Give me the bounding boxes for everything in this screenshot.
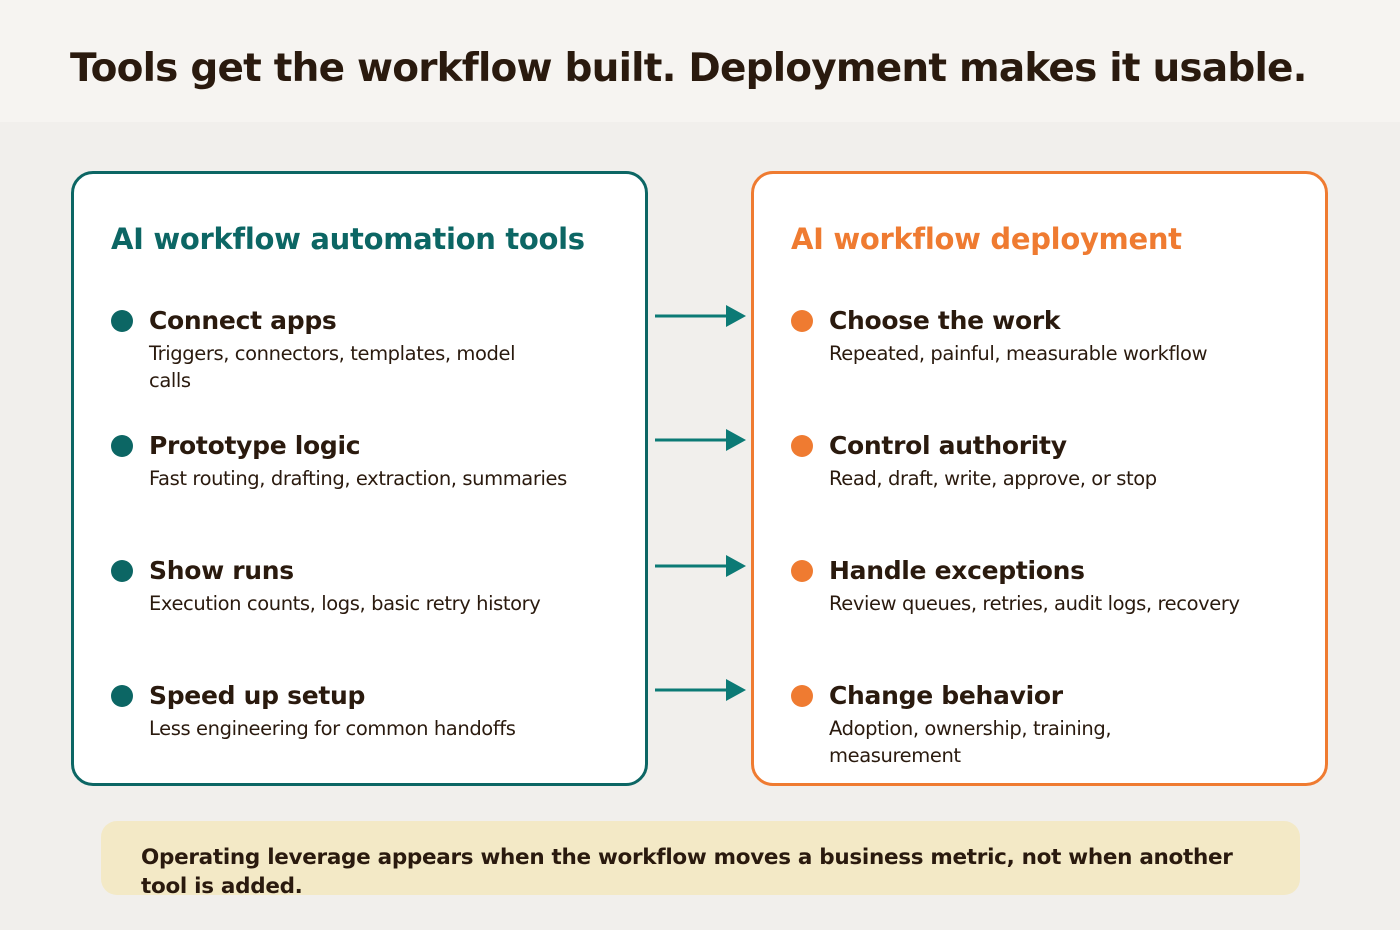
item-description: Repeated, painful, measurable workflow (829, 342, 1208, 365)
right-arrow-icon (655, 555, 746, 577)
bullet-dot-icon (111, 560, 133, 582)
bullet-dot-icon (111, 310, 133, 332)
header-band (0, 0, 1400, 122)
item-description: Adoption, ownership, training, measureme… (829, 717, 1112, 767)
deployment-panel: AI workflow deployment Choose the work R… (751, 171, 1328, 786)
item-description: Triggers, connectors, templates, model c… (149, 342, 516, 392)
bullet-dot-icon (791, 310, 813, 332)
bullet-dot-icon (791, 435, 813, 457)
item-description: Execution counts, logs, basic retry hist… (149, 592, 541, 615)
connector-arrows (655, 305, 746, 701)
item-description: Review queues, retries, audit logs, reco… (829, 592, 1240, 615)
item-heading: Control authority (829, 431, 1067, 460)
panel-title: AI workflow automation tools (111, 222, 585, 256)
right-arrow-icon (655, 305, 746, 327)
item-heading: Choose the work (829, 306, 1061, 335)
item-heading: Prototype logic (149, 431, 361, 460)
bullet-dot-icon (791, 560, 813, 582)
panel-title: AI workflow deployment (791, 222, 1182, 256)
item-heading: Connect apps (149, 306, 337, 335)
item-heading: Speed up setup (149, 681, 366, 710)
callout-text: Operating leverage appears when the work… (141, 845, 1233, 895)
callout-box: Operating leverage appears when the work… (101, 821, 1300, 895)
page-title: Tools get the workflow built. Deployment… (70, 46, 1308, 91)
item-heading: Handle exceptions (829, 556, 1085, 585)
item-description: Less engineering for common handoffs (149, 717, 516, 740)
automation-tools-panel: AI workflow automation tools Connect app… (71, 171, 648, 786)
item-heading: Change behavior (829, 681, 1063, 710)
right-arrow-icon (655, 429, 746, 451)
item-heading: Show runs (149, 556, 294, 585)
bullet-dot-icon (111, 435, 133, 457)
item-description: Read, draft, write, approve, or stop (829, 467, 1157, 490)
item-description: Fast routing, drafting, extraction, summ… (149, 467, 567, 490)
right-arrow-icon (655, 679, 746, 701)
bullet-dot-icon (791, 685, 813, 707)
bullet-dot-icon (111, 685, 133, 707)
